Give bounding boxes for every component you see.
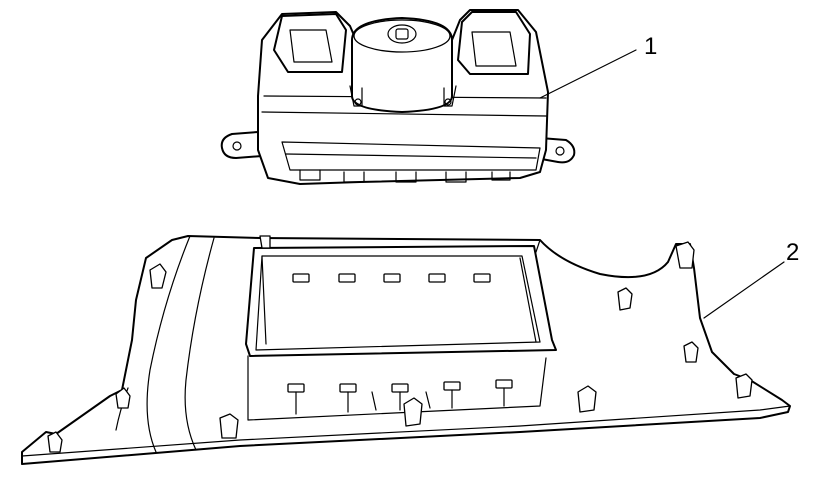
module-part xyxy=(220,9,576,185)
callout-label-1: 1 xyxy=(644,33,657,60)
trim-panel-part xyxy=(21,235,791,465)
callout-label-2: 2 xyxy=(786,239,799,266)
leader-line-1 xyxy=(539,49,637,99)
leader-line-2 xyxy=(703,261,785,319)
